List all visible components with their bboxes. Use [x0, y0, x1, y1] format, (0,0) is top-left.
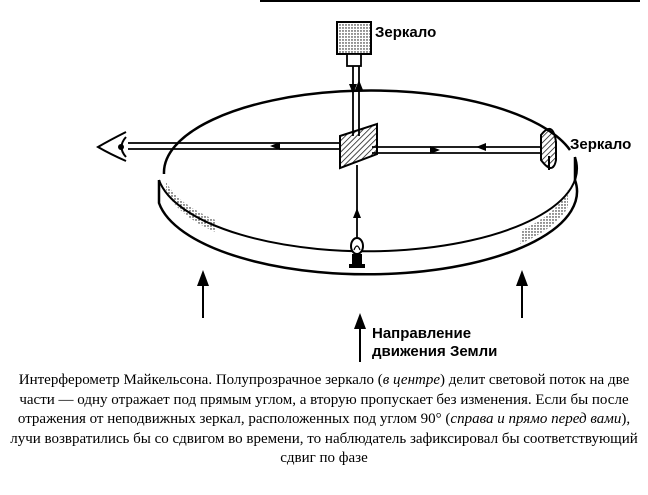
figure-caption: Интерферометр Майкельсона. Полупрозрачно… — [4, 371, 644, 469]
interferometer-diagram — [96, 0, 640, 362]
caption-center-note: в центре — [382, 372, 441, 388]
top-rim — [162, 89, 572, 175]
right-mirror — [540, 127, 557, 169]
mirror-label-top: Зеркало — [375, 24, 437, 41]
caption-side-note: справа и прямо перед вами — [450, 411, 622, 428]
caption-part1: Интерферометр Майкельсона. Полупрозрачно… — [18, 372, 383, 388]
lamp-icon — [349, 237, 365, 268]
motion-arrow-right — [516, 270, 528, 318]
disc-side — [157, 157, 579, 276]
caption-part3: ), лучи возвратились бы со сдвигом во вр… — [10, 411, 638, 467]
beam-splitter — [339, 122, 378, 170]
side-shade-left — [166, 182, 215, 232]
motion-arrow-left — [197, 270, 209, 318]
direction-label-line1: Направление — [372, 325, 472, 342]
top-mirror — [336, 21, 372, 55]
disc-bottom-edge — [158, 156, 578, 253]
caption-part2: ) делит световой поток на две части — од… — [17, 372, 630, 428]
mirror-label-right: Зеркало — [570, 136, 632, 153]
direction-label: Направление движения Земли — [372, 325, 497, 361]
motion-arrow-center — [354, 313, 366, 362]
side-shade-right — [520, 190, 568, 244]
eye-icon — [96, 131, 127, 162]
direction-label-line2: движения Земли — [372, 343, 498, 360]
